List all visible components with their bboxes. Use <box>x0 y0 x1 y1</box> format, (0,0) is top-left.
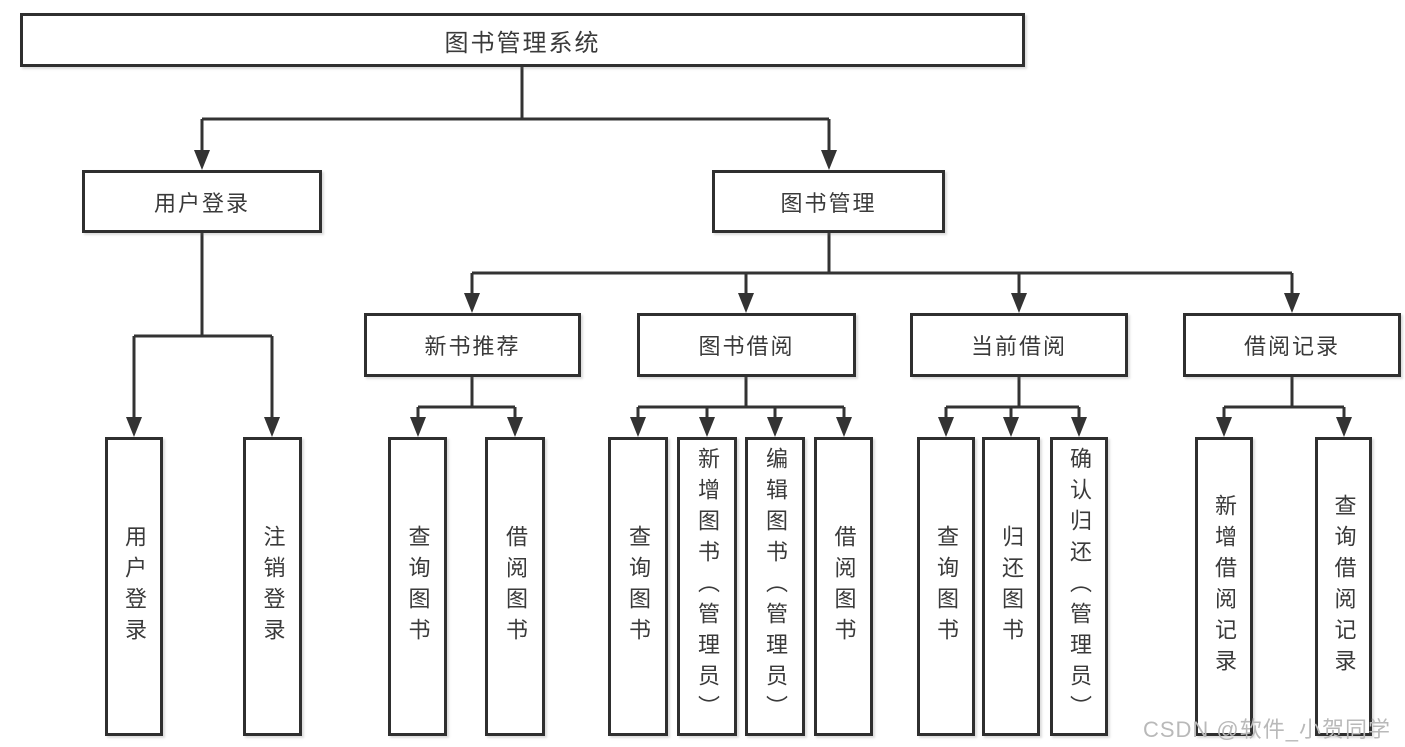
node-label: 借阅记录 <box>1243 334 1340 359</box>
leaf-query-books-2: 查询图书 <box>608 437 668 736</box>
leaf-confirm-return-admin: 确认归还（管理员） <box>1050 437 1108 736</box>
node-label: 图书管理 <box>780 190 877 216</box>
leaf-query-books-3: 查询图书 <box>917 437 975 736</box>
node-system-root: 图书管理系统 <box>20 13 1025 67</box>
leaf-label: 新增图书（管理员） <box>695 447 720 726</box>
node-current-borrow: 当前借阅 <box>910 313 1128 377</box>
leaf-label: 用户登录 <box>122 524 147 649</box>
arrowheads <box>126 150 1352 437</box>
leaf-edit-books-admin: 编辑图书（管理员） <box>745 437 805 736</box>
csdn-watermark: CSDN @软件_小贺同学 <box>1142 717 1391 742</box>
leaf-label: 借阅图书 <box>503 524 528 649</box>
leaf-borrow-books-2: 借阅图书 <box>814 437 873 736</box>
node-label: 当前借阅 <box>970 334 1067 359</box>
leaf-user-login: 用户登录 <box>105 437 163 736</box>
leaf-query-books-1: 查询图书 <box>388 437 447 736</box>
leaf-label: 查询图书 <box>934 524 959 649</box>
leaf-label: 新增借阅记录 <box>1212 493 1237 680</box>
leaf-borrow-books-1: 借阅图书 <box>485 437 545 736</box>
leaf-return-books: 归还图书 <box>982 437 1040 736</box>
leaf-query-borrow-record: 查询借阅记录 <box>1315 437 1372 736</box>
node-user-login: 用户登录 <box>82 170 322 233</box>
node-new-book-recommend: 新书推荐 <box>364 313 581 377</box>
node-book-management: 图书管理 <box>712 170 945 233</box>
node-label: 新书推荐 <box>424 334 521 359</box>
leaf-label: 借阅图书 <box>831 524 857 649</box>
node-borrow-records: 借阅记录 <box>1183 313 1401 377</box>
leaf-label: 确认归还（管理员） <box>1067 447 1092 726</box>
leaf-label: 归还图书 <box>999 524 1024 649</box>
leaf-label: 查询图书 <box>405 524 431 649</box>
leaf-label: 注销登录 <box>260 524 286 649</box>
node-label: 图书管理系统 <box>444 29 601 57</box>
leaf-label: 查询图书 <box>626 524 651 649</box>
node-label: 用户登录 <box>153 190 250 216</box>
leaf-add-books-admin: 新增图书（管理员） <box>677 437 737 736</box>
leaf-label: 编辑图书（管理员） <box>763 447 788 726</box>
node-label: 图书借阅 <box>698 334 795 359</box>
node-book-borrow: 图书借阅 <box>637 313 856 377</box>
leaf-add-borrow-record: 新增借阅记录 <box>1195 437 1253 736</box>
leaf-label: 查询借阅记录 <box>1331 493 1357 680</box>
leaf-logout: 注销登录 <box>243 437 302 736</box>
